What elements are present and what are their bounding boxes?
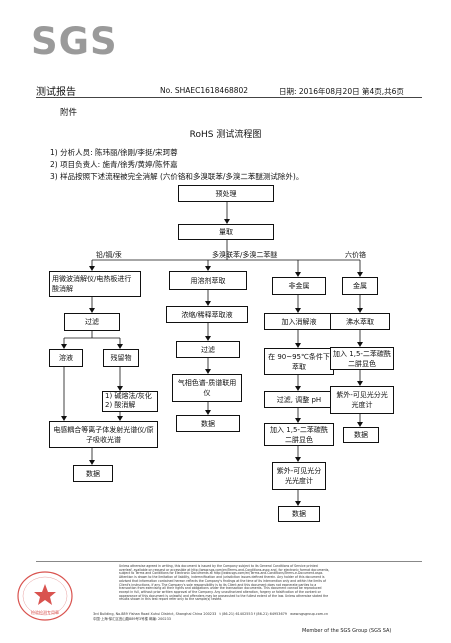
residue-step-2: 2) 酸消解 xyxy=(105,401,136,409)
box-text: 用溶剂萃取 xyxy=(190,276,226,285)
box-text: 预处理 xyxy=(215,189,237,198)
box-nonmetal-dpc: 加入 1,5-二苯碳酰二肼显色 xyxy=(264,423,334,446)
terms-line: appearance of this document is unlawful … xyxy=(119,593,329,598)
label-metals: 铅/镉/汞 xyxy=(96,251,122,259)
terms-line: Attention is drawn to the limitation of … xyxy=(119,575,325,580)
box-text: 沸水萃取 xyxy=(346,317,374,326)
phone: t (86-21) 61402553 f (86-21) 64953679 xyxy=(219,612,287,616)
footer-divider xyxy=(36,561,422,562)
label-pbb: 多溴联苯/多溴二苯醚 xyxy=(212,251,278,259)
box-text: 加入 1,5-二苯碳酰二肼显色 xyxy=(270,425,328,444)
box-acid-digestion: 用微波消解仪/电热板进行酸消解 xyxy=(49,271,141,297)
box-text: 数据 xyxy=(292,510,306,518)
box-text: 溶液 xyxy=(59,354,73,362)
box-metals-filter: 过滤 xyxy=(64,313,120,331)
website-link[interactable]: www.sgsgroup.com.cn xyxy=(290,612,329,616)
terms-line: advised that information contained hereo… xyxy=(119,578,326,583)
box-pbb-filter: 过滤 xyxy=(176,341,240,358)
terms-line: transaction from exercising all their ri… xyxy=(119,586,322,591)
box-pbb-data: 数据 xyxy=(176,415,240,432)
label-cr6: 六价铬 xyxy=(345,251,366,259)
box-text: 紫外-可见光分光光度计 xyxy=(276,467,322,485)
box-text: 残留物 xyxy=(110,354,132,362)
sgs-logo: SGS xyxy=(31,20,118,63)
box-text: 在 90~95℃条件下萃取 xyxy=(268,352,330,371)
note-leads: 2) 项目负责人: 施青/徐秀/黄婷/陈怀嘉 xyxy=(50,160,178,169)
box-text: 数据 xyxy=(201,419,215,428)
terms-text: Unless otherwise agreed in writing, this… xyxy=(119,564,419,602)
header-divider xyxy=(36,97,422,98)
report-title: 测试报告 xyxy=(36,87,76,98)
box-metals-data: 数据 xyxy=(73,465,113,482)
terms-line: overleaf, available on request or access… xyxy=(119,567,330,572)
box-text: 加入消解液 xyxy=(281,317,317,326)
residue-step-1: 1) 碱熔法/灰化 xyxy=(105,392,152,400)
box-metal-dpc: 加入 1,5-二苯碳酰二肼显色 xyxy=(330,347,394,370)
address-block: 3rd Building, No.889 Yishan Road Xuhui D… xyxy=(93,612,428,621)
box-text: 电感耦合等离子体发射光谱仪/原子吸收光谱 xyxy=(53,425,154,444)
box-boil-extract: 沸水萃取 xyxy=(330,313,390,330)
box-solvent-extract: 用溶剂萃取 xyxy=(169,271,247,290)
page-number: 第4页,共6页 xyxy=(362,87,404,96)
box-metal: 金属 xyxy=(342,277,378,295)
box-text: 金属 xyxy=(353,282,367,290)
box-heat-extract: 在 90~95℃条件下萃取 xyxy=(264,348,334,375)
box-text: 数据 xyxy=(86,469,100,478)
box-text: 浓缩/稀释萃取液 xyxy=(181,310,233,319)
terms-line: Client's instructions, if any. The Compa… xyxy=(119,582,317,587)
box-nonmetal-data: 数据 xyxy=(278,506,320,522)
box-text: 非金属 xyxy=(288,282,310,290)
member-line: Member of the SGS Group (SGS SA) xyxy=(302,628,392,634)
terms-line: except in full, without prior written ap… xyxy=(119,589,321,594)
terms-line: subject to Terms and Conditions for Elec… xyxy=(119,571,324,576)
box-text: 加入 1,5-二苯碳酰二肼显色 xyxy=(333,349,391,368)
box-solution: 溶液 xyxy=(49,349,83,367)
box-nonmetal-uv: 紫外-可见光分光光度计 xyxy=(272,462,326,490)
box-text: 量取 xyxy=(219,228,233,236)
box-text: 紫外-可见光分光光度计 xyxy=(336,391,388,409)
terms-line: Unless otherwise agreed in writing, this… xyxy=(119,564,318,568)
box-add-solution: 加入消解液 xyxy=(264,313,334,330)
flow-title: RoHS 测试流程图 xyxy=(189,130,262,140)
box-nonmetal: 非金属 xyxy=(272,277,326,295)
report-date: 日期: 2016年08月20日 xyxy=(279,87,360,96)
box-icp: 电感耦合等离子体发射光谱仪/原子吸收光谱 xyxy=(49,421,158,448)
box-weigh: 量取 xyxy=(178,224,274,240)
box-text: 气相色谱-质谱联用仪 xyxy=(177,379,237,397)
box-filter-ph: 过滤, 调整 pH xyxy=(264,391,334,408)
terms-line: results shown in this test report refer … xyxy=(119,597,223,602)
annex-label: 附件 xyxy=(60,108,78,118)
box-text: 用微波消解仪/电热板进行酸消解 xyxy=(52,275,132,293)
box-residue-steps: 1) 碱熔法/灰化 2) 酸消解 xyxy=(102,391,158,412)
address-en: 3rd Building, No.889 Yishan Road Xuhui D… xyxy=(93,612,217,616)
note-analysts: 1) 分析人员: 陈玮丽/徐刚/李挺/宋珂蓉 xyxy=(50,148,178,157)
box-residue: 残留物 xyxy=(103,349,139,367)
note-digestion: 3) 样品按照下述流程被完全消解 (六价铬和多溴联苯/多溴二苯醚测试除外)。 xyxy=(50,172,304,181)
stamp-text: 检验检测专用章 xyxy=(31,609,59,615)
inspection-stamp-icon: 检验检测专用章 xyxy=(17,571,73,621)
box-metal-data: 数据 xyxy=(343,427,379,443)
report-number: No. SHAEC1618468802 xyxy=(160,86,249,95)
box-text: 过滤 xyxy=(85,318,99,326)
box-metal-uv: 紫外-可见光分光光度计 xyxy=(330,386,394,414)
box-text: 数据 xyxy=(354,431,368,439)
box-text: 过滤, 调整 pH xyxy=(276,395,322,404)
box-text: 过滤 xyxy=(201,345,215,354)
box-gcms: 气相色谱-质谱联用仪 xyxy=(172,374,242,402)
address-cn: 中国·上海·徐汇区宜山路889号3号楼 邮编: 200233 xyxy=(93,617,171,621)
box-concentrate: 浓缩/稀释萃取液 xyxy=(166,306,248,323)
box-pretreatment: 预处理 xyxy=(178,185,274,202)
